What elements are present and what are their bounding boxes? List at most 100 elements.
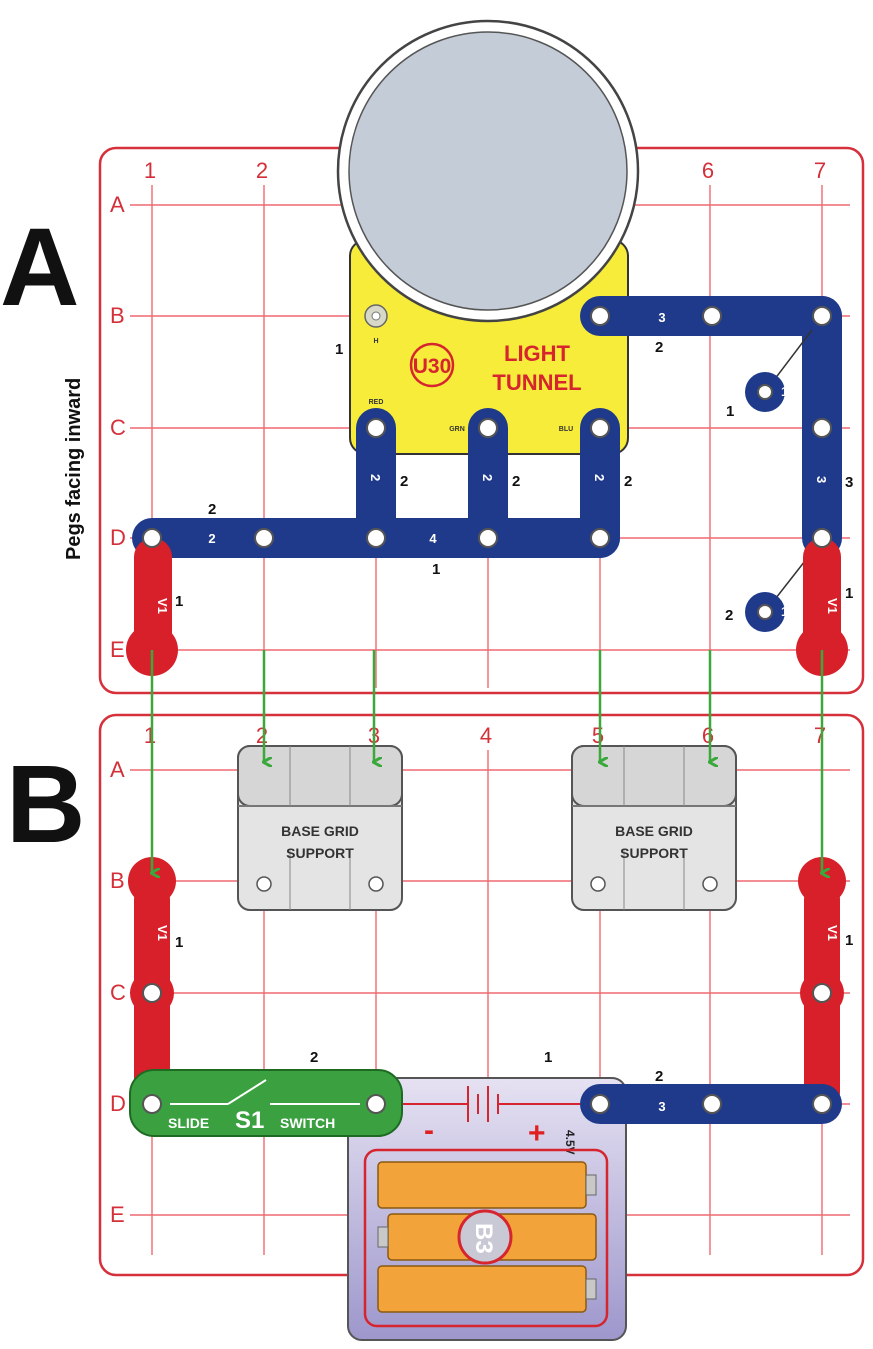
levels-a: 1 2 1 2 2 2 3 2 1 1 1 2 [175,339,853,624]
snap-2-c5-d5 [580,408,620,558]
switch-symbol [170,1079,360,1105]
battery-minus: - [424,1114,434,1147]
snap-4-label: 4 [429,531,437,546]
u30-badge [409,342,455,388]
level-wire-col7: 1 [845,585,853,602]
row-label-b-C: C [110,980,126,1005]
snap-2-c5-label: 2 [592,474,607,481]
row-label-b-A: A [110,757,125,782]
col-label-b-4: 4 [480,723,492,748]
levels-b: 1 1 2 1 2 [175,932,853,1085]
battery-cell-2-tip [377,1226,389,1248]
pegs-b [142,983,832,1114]
row-label-a-E: E [110,637,125,662]
col-label-a-7: 7 [814,158,826,183]
col-label-b-5: 5 [592,723,604,748]
alignment-arrows [152,650,822,873]
level-b-wire-col1: 1 [175,934,183,951]
pegs-note: Pegs facing inward [63,378,85,560]
level-col7-snap: 3 [845,474,853,491]
support-left-top [237,745,403,807]
support-right-hole-2 [702,876,718,892]
wire-v1-col-7-label: V1 [825,598,840,614]
snap-2-c4-label: 2 [480,474,495,481]
level-d-snap-2: 2 [208,501,216,518]
battery-id: B3 [470,1223,497,1254]
col-label-a-6: 6 [702,158,714,183]
level-d-snap-4: 1 [432,561,440,578]
battery-plus: + [528,1117,546,1150]
level-b-battery: 1 [544,1049,552,1066]
u30-light-tunnel: U30 LIGHT TUNNEL H RED GRN BLU [336,19,640,455]
support-left-hole-2 [368,876,384,892]
battery-cell-1 [377,1161,587,1209]
support-right-line2: SUPPORT [620,845,688,861]
level-jumper-lower: 2 [725,607,733,624]
switch-label-left: SLIDE [168,1115,209,1131]
battery-cell-1-tip [585,1174,597,1196]
col-label-a-2: 2 [256,158,268,183]
battery-b3: - + 4.5V B3 [347,1077,627,1341]
level-b-row-snap: 2 [655,339,663,356]
support-right-line1: BASE GRID [615,823,693,839]
u30-title-line1: LIGHT [504,341,571,366]
support-right-hole-1 [590,876,606,892]
level-b-snap-3: 2 [655,1068,663,1085]
level-b-wire-col7: 1 [845,932,853,949]
section-label-a: A [0,206,79,329]
col-label-b-6: 6 [702,723,714,748]
switch-id: S1 [235,1107,264,1134]
slide-switch-s1: SLIDE S1 SWITCH [129,1069,403,1137]
switch-label-right: SWITCH [280,1115,335,1131]
light-tunnel-lens [348,31,628,311]
snaps-a: 1 1 V1 V1 2 4 3 3 2 2 2 [126,296,848,676]
col-label-b-2: 2 [256,723,268,748]
support-left-hole-1 [256,876,272,892]
u30-id: U30 [413,355,452,378]
snap-2-c3-label: 2 [368,474,383,481]
battery-cell-3-tip [585,1278,597,1300]
switch-body [129,1069,403,1137]
row-label-b-D: D [110,1091,126,1116]
row-label-a-B: B [110,303,125,328]
wire-b-col1-label: V1 [155,925,170,941]
battery-symbol [400,1086,580,1122]
level-jumper-upper: 1 [726,403,734,420]
snap-3-b-d-label: 3 [658,1099,665,1114]
row-label-b-B: B [110,868,125,893]
level-b-switch: 2 [310,1049,318,1066]
level-c5-snap: 2 [624,473,632,490]
snap-2-c3-d3 [356,408,396,558]
u30-peg-grn-label: GRN [449,426,465,433]
jumper-lower-label: 1 [781,604,788,619]
u30-peg-h-center [371,311,381,321]
level-u30: 1 [335,341,343,358]
row-label-b-E: E [110,1202,125,1227]
wire-v1-col-1-label: V1 [155,598,170,614]
support-left-line1: BASE GRID [281,823,359,839]
base-grid-support-right: BASE GRID SUPPORT [571,745,737,911]
row-label-a-C: C [110,415,126,440]
snap-2-c4-d4 [468,408,508,558]
snap-3-col7-label: 3 [814,476,829,483]
u30-peg-h-label: H [373,338,378,345]
level-c4-snap: 2 [512,473,520,490]
u30-peg-red-label: RED [369,399,384,406]
support-left-line2: SUPPORT [286,845,354,861]
jumper-upper-label: 1 [781,384,788,399]
battery-voltage: 4.5V [563,1130,577,1155]
snap-3-b-label: 3 [658,310,665,325]
level-c3-snap: 2 [400,473,408,490]
battery-badge [457,1209,513,1265]
pegs-a [142,306,832,620]
level-wire-col1: 1 [175,593,183,610]
row-label-a-A: A [110,192,125,217]
base-grid-support-left: BASE GRID SUPPORT [237,745,403,911]
col-label-a-1: 1 [144,158,156,183]
support-right-top [571,745,737,807]
u30-peg-blu-label: BLU [559,426,573,433]
u30-title-line2: TUNNEL [492,370,581,395]
battery-holder [363,1148,609,1328]
